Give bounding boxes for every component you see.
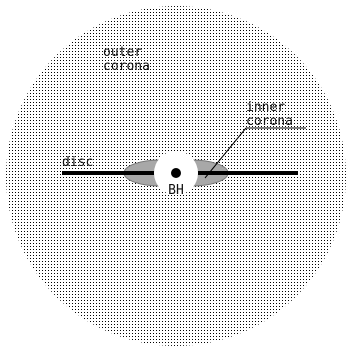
black-hole-label: BH [168,183,184,198]
inner-corona-label-line1: inner [246,100,285,115]
outer-corona-label-line2: corona [103,59,150,74]
black-hole [171,168,181,178]
outer-corona-label-line1: outer [103,45,142,60]
inner-corona-label-line2: corona [246,114,293,129]
disc-label: disc [62,155,93,170]
